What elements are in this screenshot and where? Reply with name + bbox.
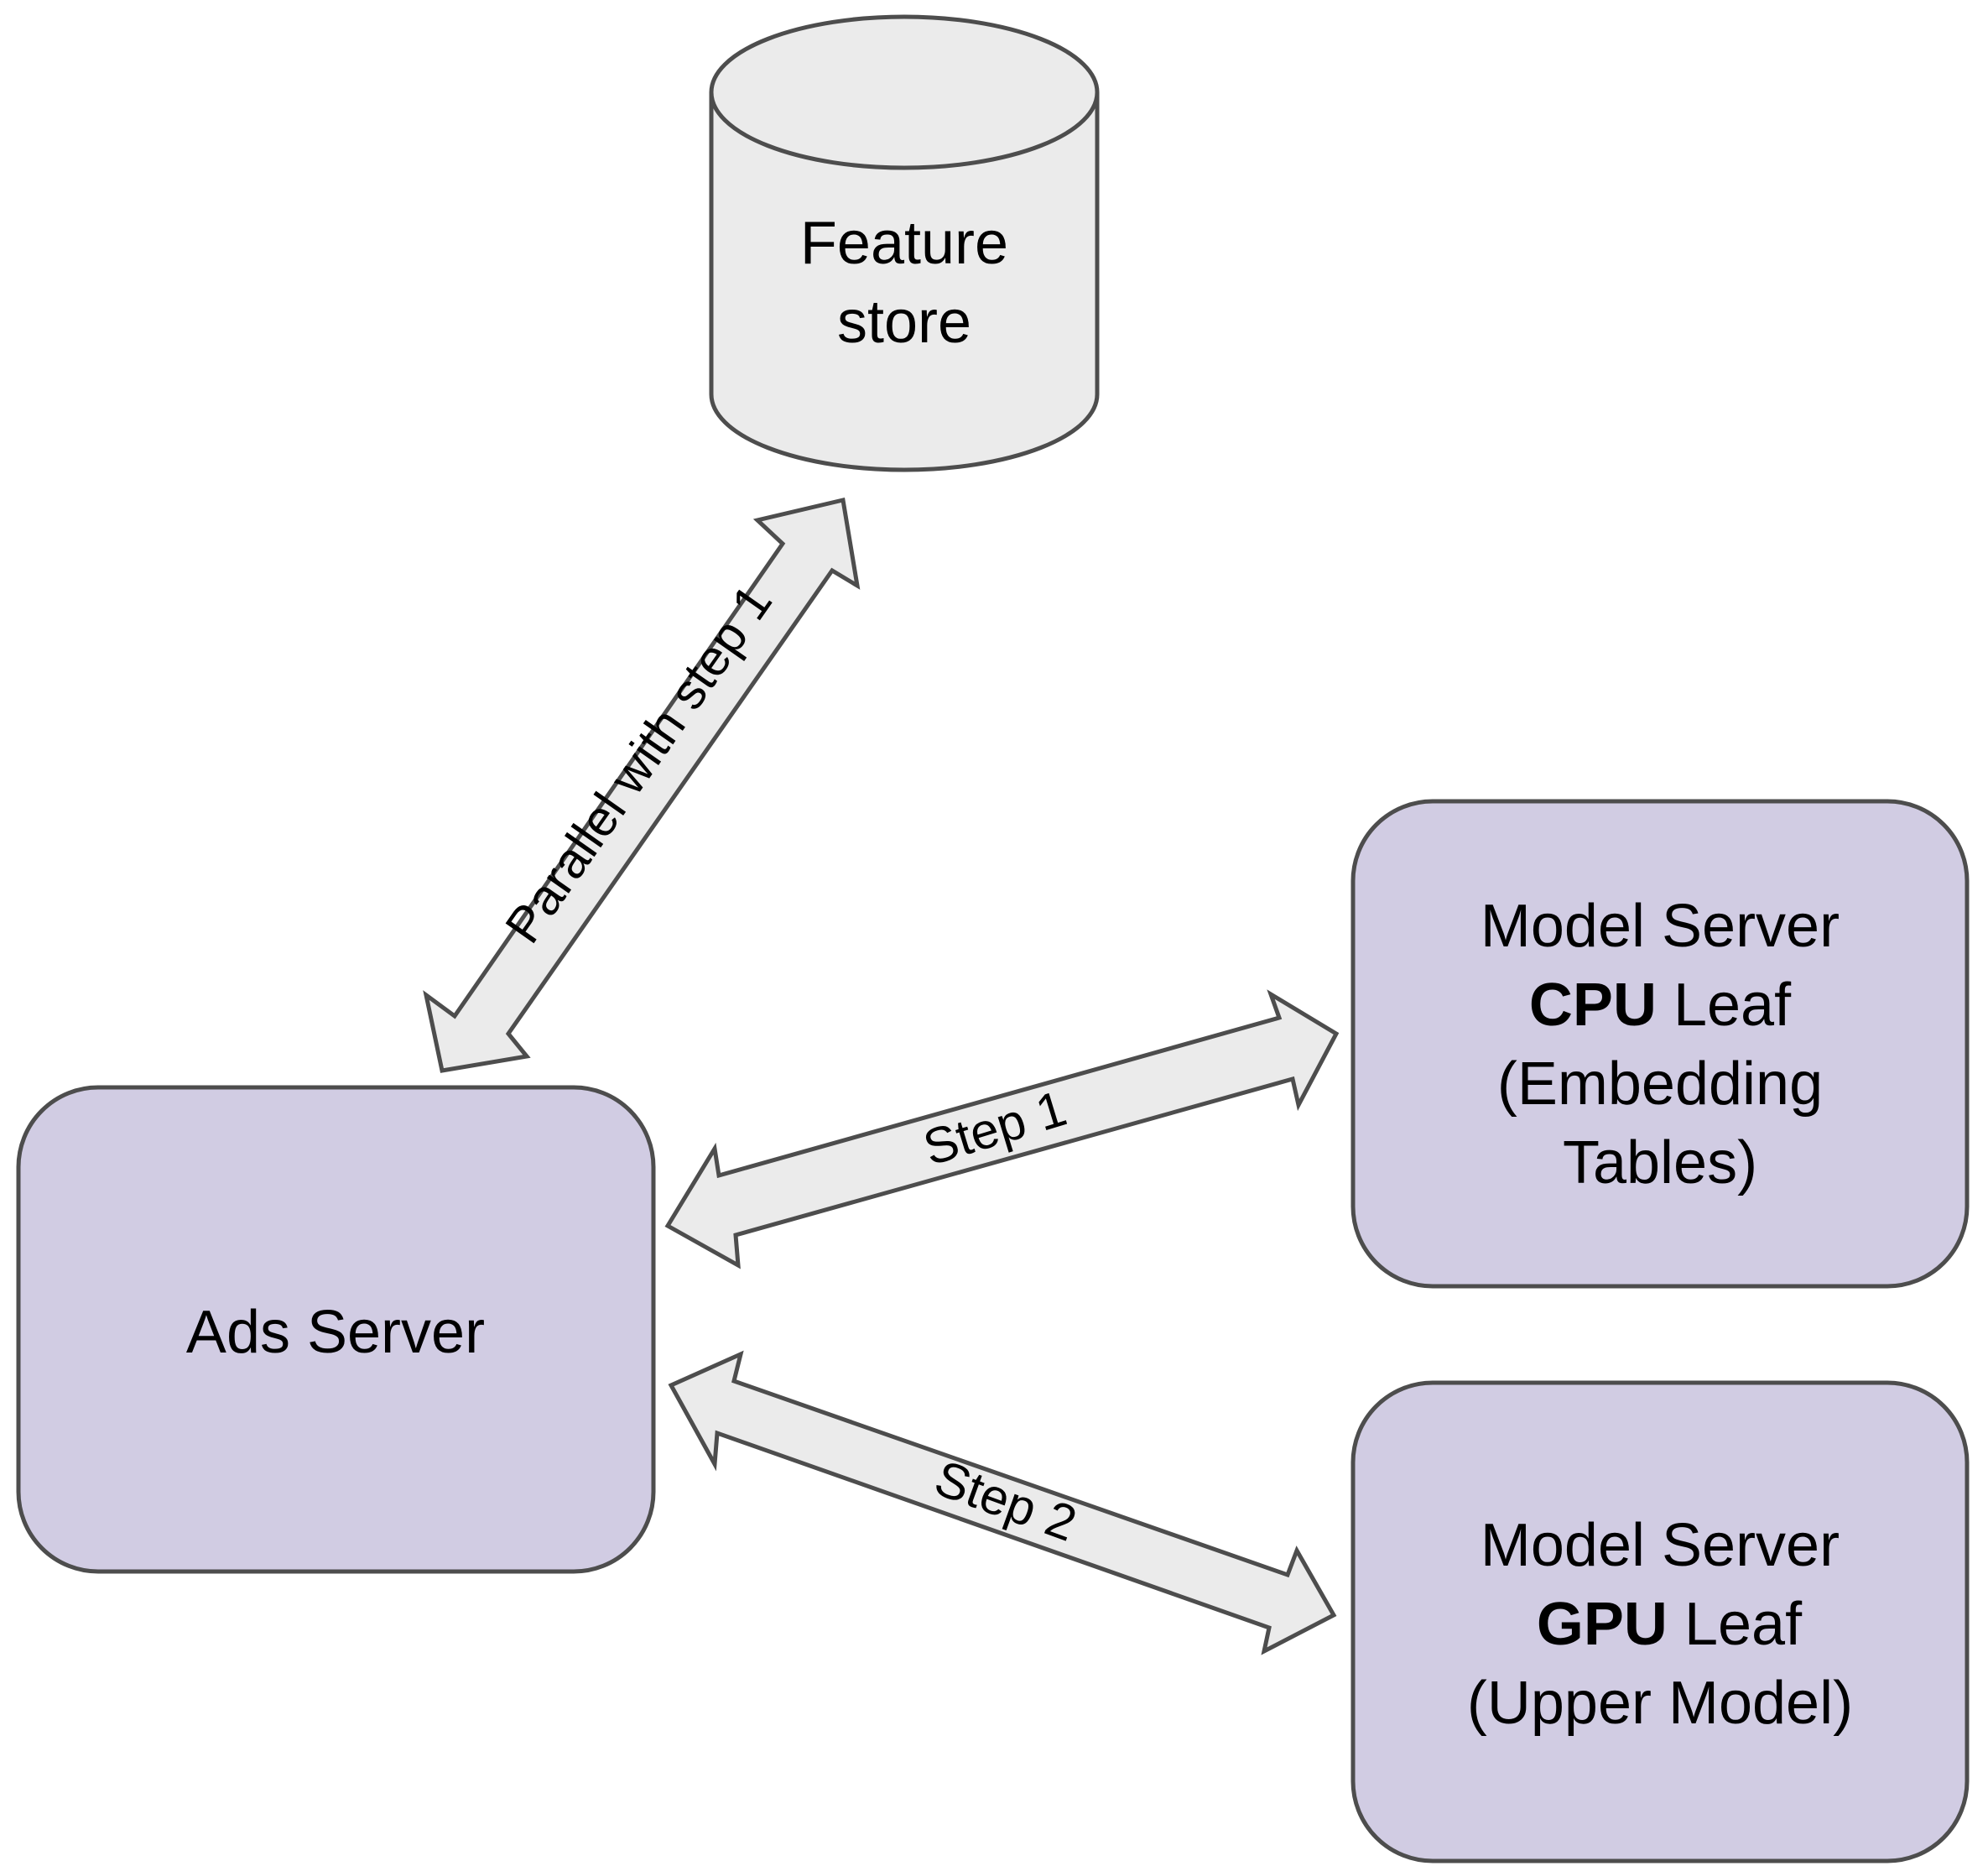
- cpu-leaf-label-line1: Model Server: [1481, 893, 1840, 960]
- feature-store-label-line2: store: [837, 289, 971, 356]
- feature-store-top: [709, 14, 1100, 170]
- cpu-leaf-label-line3: (Embedding: [1497, 1050, 1823, 1118]
- cpu-leaf-label-line2: CPU Leaf: [1529, 972, 1792, 1039]
- feature-store-node: Feature store: [709, 14, 1100, 472]
- cpu-leaf-label-line4: Tables): [1563, 1129, 1757, 1196]
- cpu-leaf-node: Model Server CPU Leaf (Embedding Tables): [1350, 799, 1970, 1289]
- ads-server-node: Ads Server: [16, 1085, 656, 1574]
- feature-store-arrow-shape: [423, 497, 861, 1073]
- gpu-leaf-label-line1: Model Server: [1481, 1512, 1840, 1579]
- gpu-leaf-label-line2: GPU Leaf: [1537, 1591, 1803, 1658]
- cpu-leaf-label-bold: CPU: [1529, 972, 1657, 1039]
- gpu-leaf-label-bold: GPU: [1537, 1591, 1668, 1658]
- step2-arrow: Step 2: [668, 1350, 1337, 1655]
- feature-store-arrow-label: Parallel with step 1: [494, 575, 783, 953]
- ads-server-label: Ads Server: [186, 1299, 485, 1366]
- ads-server-box: [16, 1085, 656, 1574]
- gpu-leaf-label-rest: Leaf: [1668, 1591, 1803, 1658]
- feature-store-body: [709, 92, 1100, 472]
- cpu-leaf-box: [1350, 799, 1970, 1289]
- step2-arrow-shape: [668, 1350, 1337, 1655]
- feature-store-arrow: Parallel with step 1: [423, 497, 861, 1073]
- feature-store-label-line1: Feature: [800, 210, 1008, 277]
- step1-arrow-shape: [664, 989, 1340, 1269]
- cpu-leaf-label-rest: Leaf: [1657, 972, 1792, 1039]
- gpu-leaf-box: [1350, 1380, 1970, 1863]
- gpu-leaf-label-line3: (Upper Model): [1467, 1670, 1853, 1737]
- gpu-leaf-node: Model Server GPU Leaf (Upper Model): [1350, 1380, 1970, 1863]
- step1-arrow: Step 1: [664, 989, 1340, 1269]
